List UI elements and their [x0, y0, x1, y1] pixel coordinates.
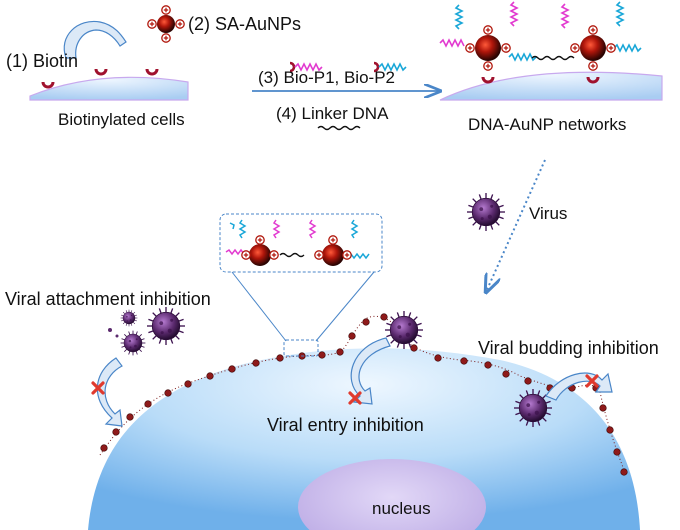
step1-label: (1) Biotin — [6, 51, 79, 71]
biotin-arrow — [63, 20, 127, 59]
entry-arrow — [350, 337, 391, 405]
bio-p2-probe-icon — [373, 61, 407, 73]
virus-icon — [466, 192, 506, 232]
step4-label: (4) Linker DNA — [276, 104, 389, 123]
entry-label: Viral entry inhibition — [267, 415, 424, 435]
nucleus — [298, 459, 486, 530]
budding-arrow — [545, 372, 613, 401]
entry-virus — [384, 310, 424, 350]
dna-auNP-network-top — [439, 1, 642, 84]
dotted-arrow — [486, 159, 546, 292]
nucleus-label: nucleus — [372, 499, 431, 518]
zoom-line-right — [315, 271, 375, 342]
network-cell-surface — [439, 71, 663, 101]
biotinylated-cell-surface — [29, 76, 189, 101]
zoom-source-box — [283, 339, 319, 357]
attachment-label: Viral attachment inhibition — [5, 289, 211, 309]
networks-label: DNA-AuNP networks — [468, 115, 627, 134]
dna-linker-icon — [317, 125, 361, 131]
budding-label: Viral budding inhibition — [478, 338, 659, 358]
step2-label: (2) SA-AuNPs — [188, 14, 302, 34]
bio-p1-probe-icon — [289, 61, 323, 73]
virus-label: Virus — [529, 204, 568, 223]
zoom-inset-box — [219, 213, 383, 273]
zoom-inset-network — [225, 219, 370, 266]
attachment-viruses — [108, 306, 186, 356]
zoom-line-left — [231, 271, 287, 342]
attachment-arrow — [96, 357, 123, 427]
host-cell — [88, 348, 640, 530]
cells-label: Biotinylated cells — [58, 110, 185, 129]
streptavidin-gold-nanoparticle-icon — [147, 5, 185, 43]
step3-label: (3) Bio-P1, Bio-P2 — [258, 68, 395, 87]
